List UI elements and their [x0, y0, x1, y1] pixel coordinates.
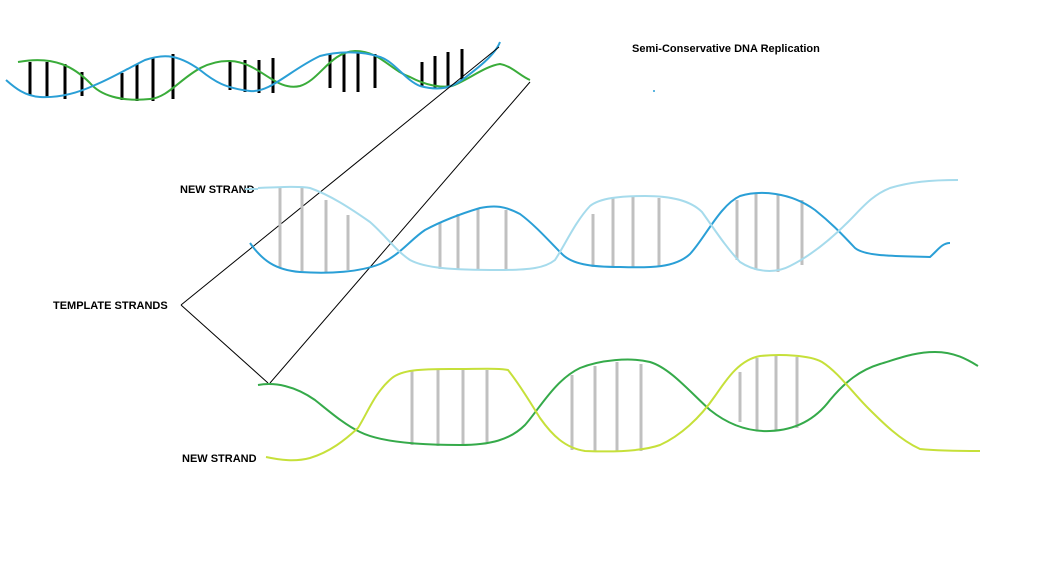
pointer-line	[269, 81, 531, 384]
template-strand-blue	[249, 191, 951, 274]
parent-helix	[5, 41, 531, 101]
parent-base-pairs	[28, 49, 464, 101]
upper-daughter-helix	[249, 179, 959, 274]
template-strand-green	[257, 350, 979, 447]
lower-base-pairs	[410, 356, 799, 451]
lower-daughter-helix	[257, 350, 981, 462]
diagram-title: Semi-Conservative DNA Replication	[632, 43, 820, 55]
labels: NEW STRAND TEMPLATE STRANDS NEW STRAND	[53, 184, 258, 465]
upper-base-pairs	[278, 188, 804, 272]
label-new-strand-top: NEW STRAND	[180, 184, 255, 196]
label-new-strand-bottom: NEW STRAND	[182, 453, 257, 465]
parent-strand-blue	[5, 41, 501, 99]
pointer-line	[180, 304, 269, 384]
label-template-strands: TEMPLATE STRANDS	[53, 300, 168, 312]
parent-strand-green	[17, 49, 531, 101]
new-strand-yellow-green	[265, 354, 981, 462]
stray-dot	[653, 90, 655, 92]
template-pointer-lines	[180, 46, 531, 384]
new-strand-light-blue	[257, 179, 959, 272]
pointer-line	[180, 46, 500, 306]
